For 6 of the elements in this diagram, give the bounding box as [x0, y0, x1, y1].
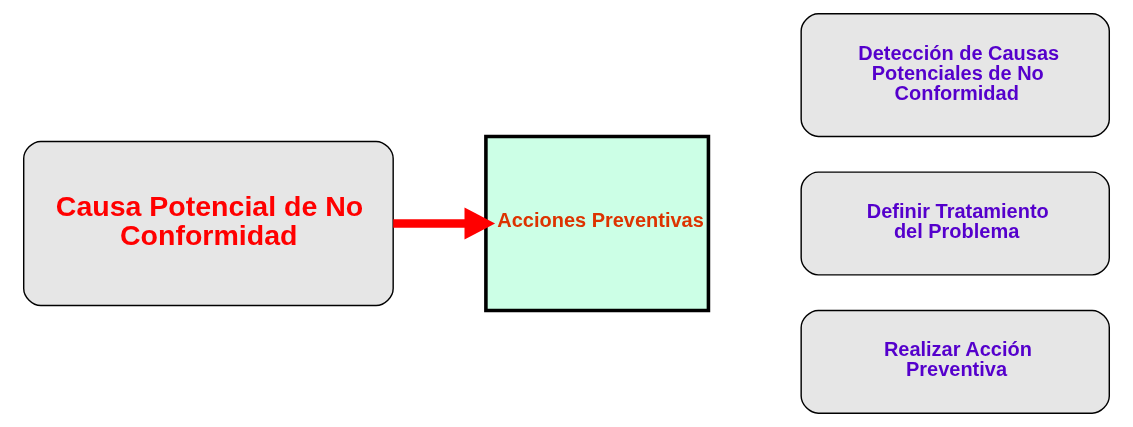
node-box: Definir Tratamiento del Problema: [800, 171, 1110, 276]
arrow: [393, 207, 496, 240]
node-box: Detección de Causas Potenciales de No Conformidad: [800, 13, 1110, 138]
node-box: Realizar Acción Preventiva: [800, 309, 1110, 414]
node-box: Causa Potencial de No Conformidad: [23, 140, 394, 307]
node-box: Acciones Preventivas: [484, 134, 711, 313]
